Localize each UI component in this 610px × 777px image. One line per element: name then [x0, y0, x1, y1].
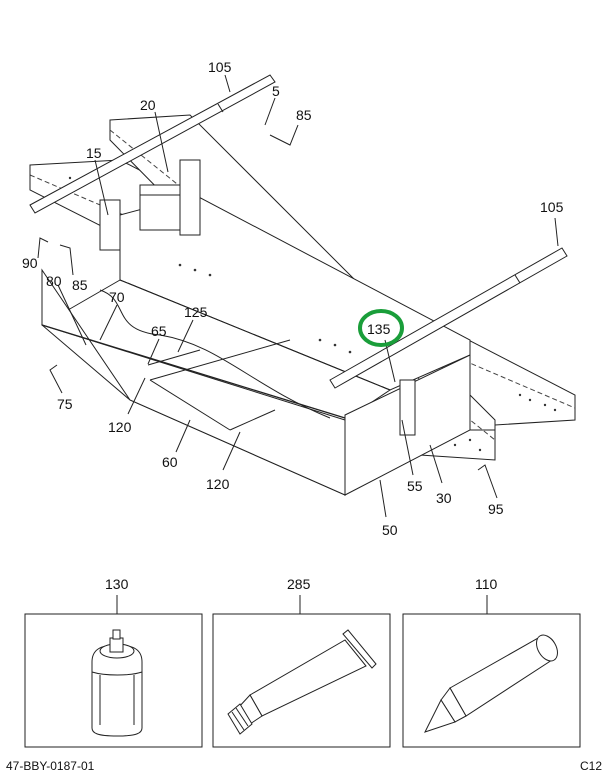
- highlight-ring: [358, 309, 404, 347]
- callout-30: 30: [436, 490, 452, 506]
- detail-panel-130: 130: [24, 576, 203, 748]
- callout-285: 285: [287, 576, 311, 592]
- callout-labels: 105 5 20 85 15 105 90 85 80 70 125 65 13…: [22, 59, 564, 538]
- caulk-cartridge-icon: [424, 634, 558, 733]
- callout-20: 20: [140, 97, 156, 113]
- page-code: C12: [580, 759, 602, 773]
- callout-130: 130: [105, 576, 129, 592]
- callout-120-left: 120: [108, 419, 132, 435]
- holddown-rod-upper: [29, 74, 276, 214]
- callout-65: 65: [151, 323, 167, 339]
- callout-75: 75: [57, 396, 73, 412]
- callout-15: 15: [86, 145, 102, 161]
- callout-80: 80: [46, 273, 62, 289]
- battery-box: [41, 194, 471, 496]
- battery-holddown-bracket: [99, 159, 416, 436]
- callout-85-upper: 85: [296, 107, 312, 123]
- detail-panel-285: 285: [212, 576, 391, 748]
- callout-120-right: 120: [206, 476, 230, 492]
- callout-95: 95: [488, 501, 504, 517]
- callout-105-lower: 105: [540, 199, 564, 215]
- callout-90: 90: [22, 255, 38, 271]
- callout-60: 60: [162, 454, 178, 470]
- callout-135: 135: [367, 321, 391, 337]
- callout-55: 55: [407, 478, 423, 494]
- spray-can-icon: [91, 629, 143, 737]
- callout-5: 5: [272, 83, 280, 99]
- callout-85-lower: 85: [72, 277, 88, 293]
- callout-125: 125: [184, 304, 208, 320]
- sealant-tube-icon: [227, 629, 377, 735]
- detail-panel-110: 110: [402, 576, 581, 748]
- leader-lines: [37, 74, 559, 518]
- callout-105-upper: 105: [208, 59, 232, 75]
- drawing-id: 47-BBY-0187-01: [6, 759, 95, 773]
- holddown-rod-lower: [329, 247, 568, 389]
- callout-70: 70: [109, 289, 125, 305]
- callout-50: 50: [382, 522, 398, 538]
- callout-110: 110: [475, 576, 498, 592]
